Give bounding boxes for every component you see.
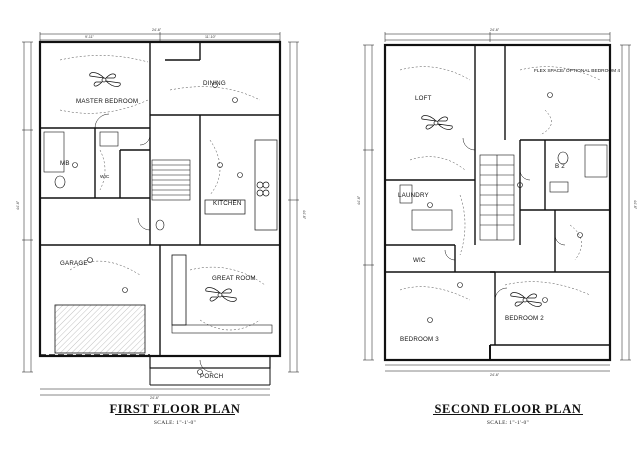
second-floor-top-dimension: 24'-6" — [490, 28, 500, 32]
second-floor-light-fixtures — [427, 92, 583, 323]
master-bedroom-label: MASTER BEDROOM — [76, 98, 138, 105]
second-floor-wic-label: WIC — [413, 257, 426, 264]
second-floor-scale: SCALE: 1"-1'-0" — [486, 420, 530, 426]
first-floor-left-dimension: 44'-6" — [16, 200, 20, 210]
kitchen-label: KITCHEN — [213, 200, 242, 207]
dining-label: DINING — [203, 80, 226, 87]
garage-label: GARAGE — [60, 260, 88, 267]
first-floor-top-dimension: 24'-6" — [152, 28, 162, 32]
ceiling-fan-icon — [510, 292, 542, 307]
first-floor-light-fixtures — [72, 82, 243, 375]
second-floor-electrical-runs — [399, 66, 601, 301]
second-floor-plan-title: SECOND FLOOR PLAN — [434, 402, 582, 416]
first-floor-width-dimension-2: 11'-10" — [205, 35, 217, 39]
first-floor-plan — [22, 32, 299, 396]
master-bath-fixtures — [43, 131, 165, 231]
ceiling-fan-icon — [89, 72, 121, 87]
first-floor-plan-title: FIRST FLOOR PLAN — [109, 402, 241, 416]
first-floor-dimension-lines — [22, 32, 299, 396]
first-floor-right-dimension: 44'-6" — [302, 210, 306, 220]
first-floor-stairs — [151, 159, 191, 201]
second-floor-dimension-lines — [363, 32, 631, 372]
mb-label: MB — [60, 160, 70, 167]
ceiling-fan-icon — [205, 287, 237, 302]
second-floor-stairs — [479, 154, 515, 241]
porch-label: PORCH — [200, 373, 223, 380]
first-floor-scale: SCALE: 1"-1'-0" — [153, 420, 197, 426]
first-floor-title-underline — [115, 414, 235, 415]
bedroom2-label: BEDROOM 2 — [505, 315, 544, 322]
great-room-label: GREAT ROOM — [212, 275, 256, 282]
second-floor-title-underline — [433, 414, 583, 415]
bedroom3-label: BEDROOM 3 — [400, 336, 439, 343]
first-floor-electrical-runs — [59, 55, 266, 331]
first-floor-bottom-dimension: 24'-6" — [150, 396, 160, 400]
first-floor-width-dimension-1: 9'-11" — [85, 35, 95, 39]
second-floor-exterior-wall — [383, 43, 612, 362]
ceiling-fan-icon — [421, 115, 453, 130]
first-floor-doors — [94, 113, 213, 373]
second-floor-bath-fixtures — [399, 144, 608, 231]
second-floor-doors — [444, 137, 566, 301]
second-floor-bottom-dimension: 24'-6" — [490, 373, 500, 377]
flex-space-label: FLEX SPACE/ OPTIONAL BEDROOM 4 — [534, 68, 620, 74]
laundry-label: LAUNDRY — [398, 192, 429, 199]
second-floor-plan — [363, 32, 631, 372]
b2-label: B 2 — [555, 163, 565, 170]
wic-label: WIC — [100, 174, 110, 180]
second-floor-right-dimension: 44'-6" — [633, 200, 637, 210]
second-floor-interior-walls — [385, 45, 610, 346]
kitchen-counters — [204, 139, 278, 231]
garage-parking-area — [54, 304, 146, 354]
loft-label: LOFT — [415, 95, 432, 102]
second-floor-left-dimension: 44'-6" — [357, 195, 361, 205]
